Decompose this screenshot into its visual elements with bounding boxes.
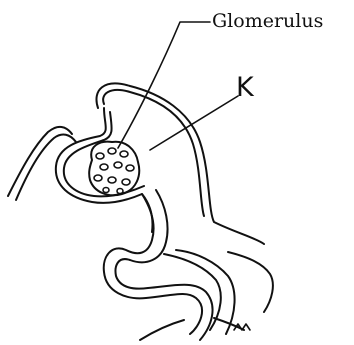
proximal-tubule-outer [104, 194, 202, 334]
lower-tubule-c [140, 320, 184, 340]
k-label: K [236, 72, 254, 103]
afferent-arteriole [8, 127, 72, 196]
vessel-squiggle [234, 324, 250, 330]
glomerulus-capillaries [94, 148, 134, 194]
bowmans-capsule-outer-inner-line [103, 90, 204, 216]
glomerulus-leader-line [118, 22, 210, 148]
glomerulus-tuft [89, 142, 139, 196]
k-leader-line [150, 96, 238, 150]
glomerulus-label: Glomerulus [212, 10, 323, 32]
efferent-arteriole [16, 135, 76, 200]
